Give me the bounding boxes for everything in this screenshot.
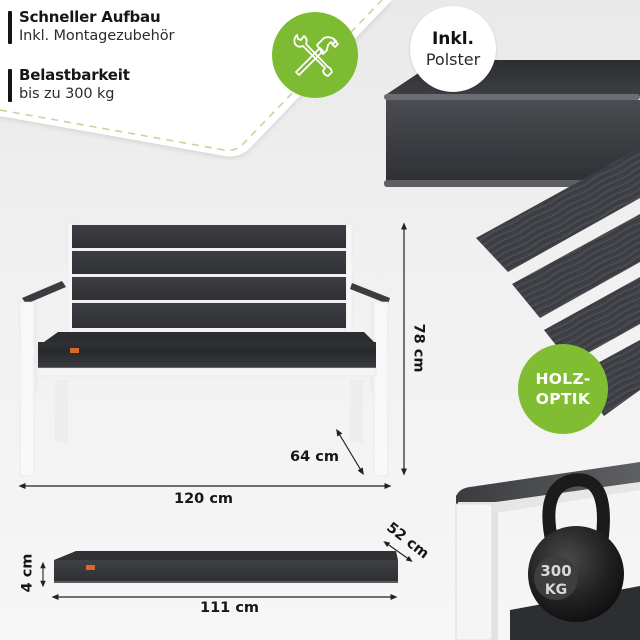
bench-width-label: 120 cm	[174, 491, 234, 507]
cushion-thickness-label: 4 cm	[19, 553, 36, 593]
badge-line-1: HOLZ-	[535, 370, 591, 388]
bench-front-image	[19, 223, 390, 477]
feature-title: Belastbarkeit	[19, 66, 130, 84]
brand-tag	[86, 565, 95, 570]
cushion-length-label: 111 cm	[200, 600, 260, 616]
feature-marker	[8, 11, 12, 44]
feature-title: Schneller Aufbau	[19, 8, 161, 26]
feature-marker	[8, 69, 12, 102]
wood-look-badge: HOLZ- OPTIK	[518, 344, 608, 434]
badge-line-2: OPTIK	[535, 390, 591, 408]
kettlebell-weight-unit: KG	[545, 582, 567, 598]
feature-subtitle: bis zu 300 kg	[19, 86, 115, 102]
kettlebell-load-image: 300 KG	[455, 462, 640, 640]
badge-line-1: Inkl.	[431, 28, 475, 49]
feature-quick-assembly: Schneller Aufbau Inkl. Montagezubehör	[8, 8, 174, 46]
assembly-tools-badge	[272, 12, 358, 98]
feature-subtitle: Inkl. Montagezubehör	[19, 28, 175, 44]
wrench-hammer-icon	[293, 34, 339, 77]
brand-tag	[70, 348, 79, 353]
bench-depth-label: 64 cm	[290, 449, 339, 465]
bench-height-label: 78 cm	[410, 323, 427, 373]
seat-cushion-image	[54, 551, 398, 583]
kettlebell-weight-number: 300	[540, 562, 571, 580]
cushion-included-badge: Inkl. Polster	[410, 6, 496, 92]
feature-load-capacity: Belastbarkeit bis zu 300 kg	[8, 66, 130, 104]
badge-line-2: Polster	[425, 49, 481, 69]
wood-texture-closeup-image	[476, 148, 640, 416]
